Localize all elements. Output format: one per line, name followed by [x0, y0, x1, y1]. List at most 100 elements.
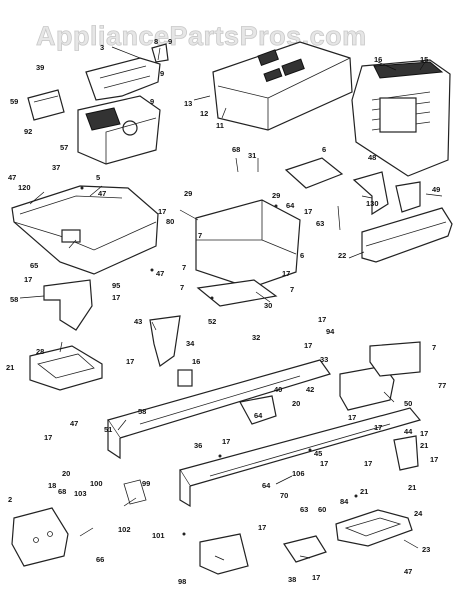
small-bracket-part [395, 181, 421, 213]
callout-7-a: 7 [198, 231, 202, 240]
callout-8: 8 [154, 37, 158, 46]
callout-33: 33 [320, 355, 328, 364]
callout-23: 23 [422, 545, 430, 554]
callout-130: 130 [366, 199, 379, 208]
callout-5: 5 [96, 173, 100, 182]
mount-bracket-part [43, 279, 93, 331]
callout-63: 63 [316, 219, 324, 228]
callout-39: 39 [36, 63, 44, 72]
callout-7-b: 7 [182, 263, 186, 272]
callout-52: 52 [208, 317, 216, 326]
callout-38: 38 [288, 575, 296, 584]
left-footrest-part [29, 345, 103, 391]
lower-left-plate-part [11, 507, 69, 567]
callout-17-m: 17 [430, 455, 438, 464]
callout-30: 30 [264, 301, 272, 310]
callout-21-a: 21 [6, 363, 14, 372]
callout-12: 12 [200, 109, 208, 118]
callout-29-a: 29 [184, 189, 192, 198]
right-footrest-part [335, 509, 413, 547]
callout-21-d: 21 [360, 487, 368, 496]
callout-22: 22 [338, 251, 346, 260]
callout-63-b: 63 [300, 505, 308, 514]
callout-50: 50 [404, 399, 412, 408]
callout-17-g: 17 [304, 341, 312, 350]
callout-17-i: 17 [44, 433, 52, 442]
callout-34: 34 [186, 339, 195, 348]
callout-68: 68 [232, 145, 240, 154]
callout-11: 11 [216, 121, 224, 130]
front-hood-part [11, 185, 159, 275]
callout-labels: 3 8 9 9 9 39 59 92 57 5 13 12 11 16 15 4… [6, 37, 446, 586]
callout-17-b: 17 [304, 207, 312, 216]
callout-17-k: 17 [374, 423, 382, 432]
callout-100: 100 [90, 479, 103, 488]
callout-28: 28 [36, 347, 44, 356]
callout-24: 24 [414, 509, 423, 518]
callout-9-c: 9 [150, 97, 154, 106]
right-frame-rail-part [179, 407, 422, 508]
callout-49: 49 [432, 185, 440, 194]
callout-47-a: 47 [8, 173, 16, 182]
callout-18: 18 [48, 481, 56, 490]
callout-51: 51 [104, 425, 112, 434]
callout-16: 16 [374, 55, 382, 64]
callout-16: 16 [192, 357, 200, 366]
callout-6-b: 6 [300, 251, 304, 260]
callout-64-c: 64 [262, 481, 271, 490]
callout-15: 15 [420, 55, 428, 64]
callout-56: 58 [138, 407, 146, 416]
callout-94: 94 [326, 327, 335, 336]
callout-44: 44 [404, 427, 413, 436]
small-mount-part [123, 479, 147, 505]
callout-45: 45 [314, 449, 322, 458]
callout-9-a: 9 [168, 37, 172, 46]
callout-3: 3 [100, 43, 104, 52]
callout-101: 101 [152, 531, 165, 540]
u-bracket-part [199, 533, 249, 575]
callout-29-b: 29 [272, 191, 280, 200]
callout-32: 32 [252, 333, 260, 342]
callout-64-b: 64 [254, 411, 263, 420]
firewall-part [195, 199, 301, 289]
grille-housing-part [351, 59, 451, 177]
callout-84: 84 [340, 497, 349, 506]
callout-47-d: 47 [70, 419, 78, 428]
callout-21-c: 21 [408, 483, 416, 492]
callout-47-e: 47 [404, 567, 412, 576]
callout-17-j: 17 [348, 413, 356, 422]
rear-hitch-part [369, 341, 421, 377]
callout-102: 102 [118, 525, 131, 534]
callout-68-b: 68 [58, 487, 66, 496]
callout-17-e: 17 [112, 293, 120, 302]
front-bumper-part [361, 207, 453, 263]
dash-assembly-part [77, 95, 161, 165]
callout-21-b: 21 [420, 441, 428, 450]
callout-7-d: 7 [290, 285, 294, 294]
top-bracket-part [151, 43, 169, 63]
callout-120: 120 [18, 183, 31, 192]
lower-plate-part [196, 279, 278, 307]
callout-17-p: 17 [364, 459, 372, 468]
callout-2: 2 [8, 495, 12, 504]
left-frame-rail-part [107, 359, 331, 460]
callout-17-n: 17 [222, 437, 230, 446]
callout-70: 70 [280, 491, 288, 500]
seat-plate-part [27, 89, 65, 121]
callout-40: 40 [274, 385, 282, 394]
bolt-markers [80, 186, 358, 536]
callout-17-o: 17 [320, 459, 328, 468]
square-plate-part [177, 369, 193, 387]
callout-6-a: 6 [322, 145, 326, 154]
callout-43: 43 [134, 317, 142, 326]
watermark-text: AppliancePartsPros.com [36, 21, 367, 51]
callout-77: 77 [438, 381, 446, 390]
dash-panel-part [85, 57, 161, 101]
callout-65: 65 [30, 261, 38, 270]
callout-13: 13 [184, 99, 192, 108]
callout-57: 57 [60, 143, 68, 152]
pedal-bracket-part [149, 315, 181, 367]
callout-80: 80 [166, 217, 174, 226]
callout-98: 98 [178, 577, 186, 586]
